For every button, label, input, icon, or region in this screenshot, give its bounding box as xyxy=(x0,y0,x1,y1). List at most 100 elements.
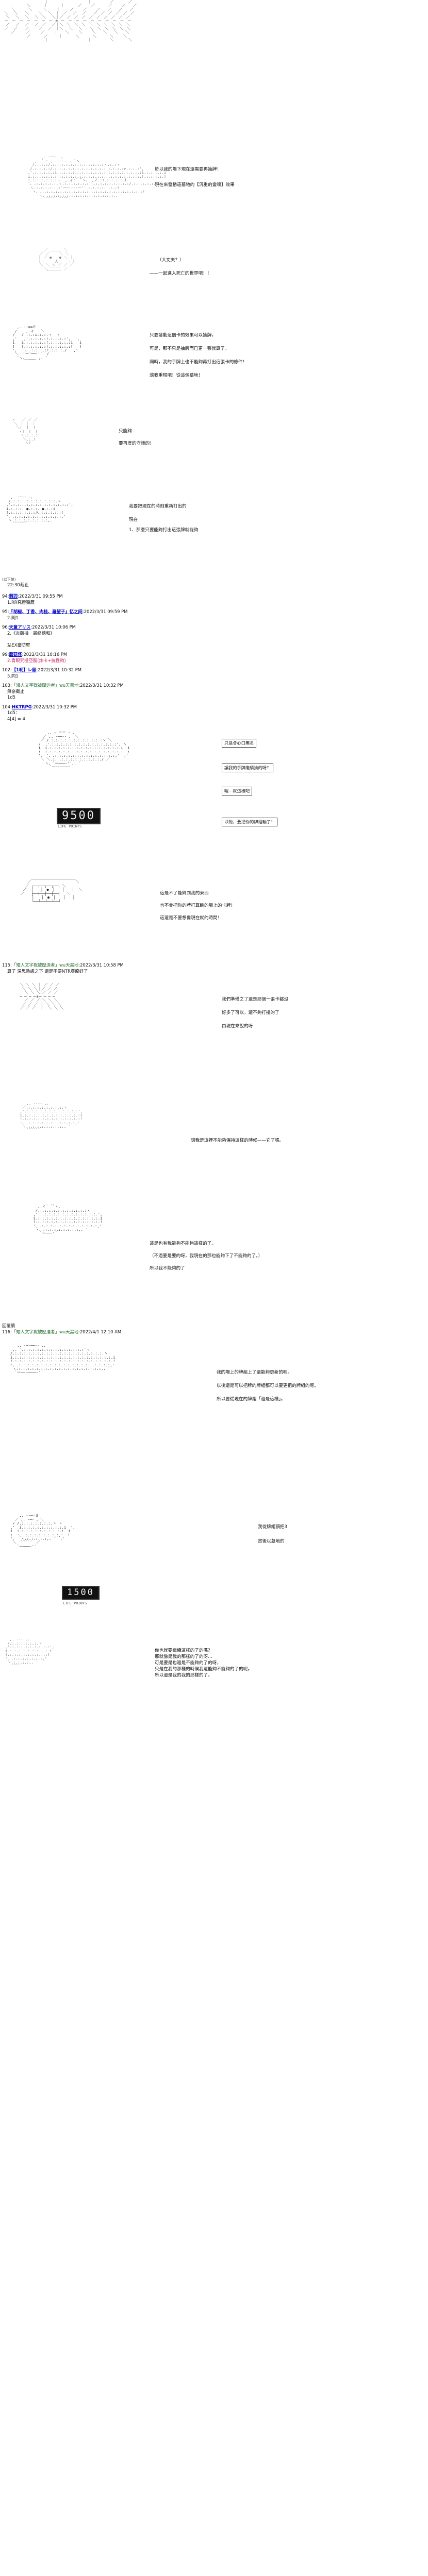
aa-duel-crowd: ,. - ＝＝ - 、 ／ ,. -──‐- 、 ＼ ／ /.:.:.:.:.:… xyxy=(38,730,130,770)
post-body: 2.同1 xyxy=(7,615,19,620)
post-author[interactable]: 【1呢】レ級 xyxy=(11,667,37,673)
speech-9: 1、那麼只要能夠打出這張牌就能夠 xyxy=(129,528,199,533)
post-header: 104:HKTRPG:2022/3/31 10:32 PM xyxy=(2,704,77,709)
post-author[interactable]: 「矮人文字獄被壓迫者」wu天黑地 xyxy=(11,1329,79,1334)
post-number: 96 xyxy=(2,624,8,630)
post-number: 99 xyxy=(2,652,8,657)
lcd-label-2: LIFE POINTS xyxy=(63,1601,87,1606)
lcd-value-2: 1500 xyxy=(62,1586,100,1600)
post-94: 94:剪刀:2022/3/31 09:55 PM 1.RR究極獵鷹 xyxy=(2,594,428,605)
aa-big-scene: ,. -─‐──‐- .、 ,. ´.:.:.:.:.:.:.:.:.:.:.:… xyxy=(10,1343,116,1375)
aa-field-grid: ／￣￣￣￣￣￣￣￣￣￣￣￣＼ ／ ┌──┬──┬──┬──┐ ＼ ／ │ │ ●… xyxy=(21,879,83,904)
aa-explosion: ｜ ｜ ／ ／ ＼ ｜ ｜ ／ ／ ／ ／ ／ ＼ ＼ ＼ ｜ ／ ／ ／ ／ … xyxy=(4,0,137,43)
panel-duel-field-1: ,. - ＝＝ - 、 ／ ,. -──‐- 、 ＼ ／ /.:.:.:.:.:… xyxy=(0,731,428,880)
post-number: 102 xyxy=(2,667,10,673)
aa-duel-crowd-2: ,. -‐─=ミ ／ ,. -─- 、＼ / /.:.:.:.:.:.:.:.ヽ… xyxy=(10,1513,75,1549)
aa-figure-note: ,. -‐‐- .、 ／.:.:.:.:.:.:.:.:.ヽ ,'.:.:.:.… xyxy=(20,1101,83,1133)
post-author[interactable]: 剪刀 xyxy=(9,594,18,599)
post-date: 2022/3/31 10:32 PM xyxy=(80,683,124,688)
speech-7: 我要把現在的時刻重新打出的 xyxy=(129,504,187,510)
speech-8: 現在 xyxy=(129,517,138,523)
post-author[interactable]: 『胡椒、丁香、肉桂、羅望子』忆之间 xyxy=(9,609,83,615)
thread-posts-3: 回覆續 116:「矮人文字獄被壓迫者」wu天黑地:2022/4/1 12:10 … xyxy=(0,1323,428,1335)
note-cutoff: 22:30截止 xyxy=(7,583,29,588)
callout-6: 也不會把你的牌打算輸的場上的卡牌！ xyxy=(160,903,236,909)
panel-face: ,. -─‐- .、 /.:.:.:.:.:.:.:.:.:.:.ヽ ,'.:.… xyxy=(0,495,428,578)
panel-footer: ,. -‐- .、 /.:.:.:.:.:.:.ヽ ,'.:.:.:.:.:.:… xyxy=(0,1637,428,1730)
post-date: 2022/3/31 10:32 PM xyxy=(33,704,77,709)
aa-face: ,. -─‐- .、 /.:.:.:.:.:.:.:.:.:.:.ヽ ,'.:.… xyxy=(6,495,73,527)
ascii-art-thread-page: ｜ ｜ ／ ／ ＼ ｜ ｜ ／ ／ ／ ／ ／ ＼ ＼ ＼ ｜ ／ ／ ／ ／ … xyxy=(0,0,428,1730)
post-author[interactable]: 「矮人文字獄被壓迫者」wu天黑地 xyxy=(11,683,79,688)
post-author[interactable]: 天童アリス xyxy=(9,624,31,630)
post-116-prefix: 回覆續 xyxy=(2,1323,15,1329)
bubble-2: ——一起進入死亡的世界吧！！ xyxy=(150,271,212,277)
thread-posts: (以下略) 22:30截止 94:剪刀:2022/3/31 09:55 PM 1… xyxy=(0,578,428,722)
callout-5: 這是不了能夠到我的東西 xyxy=(160,891,209,896)
callout-1-text: 只是會心口無名 xyxy=(222,739,257,748)
post-header: 103:「矮人文字獄被壓迫者」wu天黑地:2022/3/31 10:32 PM xyxy=(2,683,124,688)
callout-2-text: 讓我的手牌繼續抽的呀？ xyxy=(222,764,274,773)
post-number: 104 xyxy=(2,704,10,709)
post-116: 回覆續 116:「矮人文字獄被壓迫者」wu天黑地:2022/4/1 12:10 … xyxy=(2,1323,428,1335)
callout-10: 由現在來說的呀 xyxy=(222,1024,253,1029)
post-body: 2.《炎斬機 最終總和》 站EX當防壁 xyxy=(7,630,55,648)
post-102: 102:【1呢】レ級:2022/3/31 10:32 PM 5.同1 xyxy=(2,667,428,679)
callout-3: 哦⋯就這樣吧 xyxy=(222,785,253,796)
post-author[interactable]: 蘑菇怪 xyxy=(9,652,22,657)
aa-rays: ＼ ＼ ＼ ｜ ／ ／ ／ ＼ ＼ ＼｜／ ／ ／ ＼ ＼ ＼!／ ／ ／ ─ … xyxy=(20,982,64,1010)
callout-4-text: 以牠，要把你的牌組輸了！ xyxy=(222,818,278,827)
aa-footer-figure: ,. -‐- .、 /.:.:.:.:.:.:.ヽ ,'.:.:.:.:.:.:… xyxy=(5,1637,55,1669)
callout-3-text: 哦⋯就這樣吧 xyxy=(222,787,253,796)
post-95: 95:『胡椒、丁香、肉桂、羅望子』忆之间:2022/3/31 09:59 PM … xyxy=(2,609,428,621)
callout-12: 這是也有我能夠不能夠這樣的了。 xyxy=(150,1241,216,1247)
aa-narrow-figure: ,.ィ´ ̄ ̄`ヽ、 /.:.:.:.:.:.:.:.:.:.:.:ヽ ,'.… xyxy=(33,1204,103,1236)
post-header: 95:『胡椒、丁香、肉桂、羅望子』忆之间:2022/3/31 09:59 PM xyxy=(2,609,128,615)
note-略: (以下略) xyxy=(2,578,16,582)
callout-14: 所以我不能夠的了 xyxy=(150,1266,185,1272)
post-author[interactable]: 「矮人文字獄被壓迫者」wu天黑地 xyxy=(11,962,79,968)
panel-figure-note: ,. -‐‐- .、 ／.:.:.:.:.:.:.:.:.ヽ ,'.:.:.:.… xyxy=(0,1101,428,1205)
post-104: 104:HKTRPG:2022/3/31 10:32 PM 1d5： 4[4] … xyxy=(2,704,428,722)
panel-reaction: ／ ＿＿＿ ＼ ／ ／ ＼ ＼ ｜ ／ ● ● ＼ ｜ ｜｜ ＿人＿ ｜｜ ＼ … xyxy=(0,248,428,325)
panel-close-up: ,. -‐==ミ / ,.ィ ＼ / / .:.:i.:.:.ヽ ヽ ,' ,'… xyxy=(0,325,428,418)
callout-17: 所以要從現在的牌組「還是這樣」。 xyxy=(217,1397,286,1402)
post-date: 2022/3/31 09:55 PM xyxy=(19,594,63,599)
panel-big-scene: ,. -─‐──‐- .、 ,. ´.:.:.:.:.:.:.:.:.:.:.:… xyxy=(0,1344,428,1514)
callout-7: 這還是不要想像現在就的時間！ xyxy=(160,916,222,921)
lcd-value-1: 9500 xyxy=(57,808,101,825)
aa-hand: ヽ ／ ／ ／ ＼ ｜ ｜ ｜ ＼! ! ! ヽ! ! ! ヽ.:.:.:! ＼… xyxy=(11,417,40,445)
post-header: 99:蘑菇怪:2022/3/31 10:16 PM xyxy=(2,652,68,657)
post-header: 116:「矮人文字獄被壓迫者」wu天黑地:2022/4/1 12:10 AM xyxy=(2,1329,122,1334)
bubble-1: （大丈夫？） xyxy=(157,258,184,263)
panel-duel-field-2: ,. -‐─=ミ ／ ,. -─- 、＼ / /.:.:.:.:.:.:.:.ヽ… xyxy=(0,1514,428,1637)
post-115: 115:「矮人文字獄被壓迫者」wu天黑地:2022/3/31 10:58 PM … xyxy=(2,962,428,974)
post-author[interactable]: HKTRPG xyxy=(11,704,32,709)
post-date: 2022/3/31 10:58 PM xyxy=(80,962,124,968)
callout-8: 我們準備之了還是那個一張卡都沒 xyxy=(222,997,288,1003)
post-body: 1d5： 4[4] = 4 xyxy=(7,710,25,721)
post-103: 103:「矮人文字獄被壓迫者」wu天黑地:2022/3/31 10:32 PM … xyxy=(2,683,428,701)
post-number: 115 xyxy=(2,962,10,968)
callout-18: 我從牌組頂把3 xyxy=(258,1524,288,1530)
callout-15: 我的場上的牌組上了還能夠更新的呢。 xyxy=(217,1370,292,1376)
callout-9: 好多了可以，還不夠打擾的了 xyxy=(222,1010,279,1016)
post-number: 116 xyxy=(2,1329,10,1334)
footer-note: 你也就要繼續這樣的了的嗎？ 那就像是我的那樣的了的呀… 可是要是也還是不能夠的了… xyxy=(155,1648,253,1679)
post-number: 103 xyxy=(2,683,10,688)
post-body: 1.RR究極獵鷹 xyxy=(7,599,35,605)
callout-2: 讓我的手牌繼續抽的呀？ xyxy=(222,761,274,773)
aa-reaction: ／ ＿＿＿ ＼ ／ ／ ＼ ＼ ｜ ／ ● ● ＼ ｜ ｜｜ ＿人＿ ｜｜ ＼ … xyxy=(37,247,76,275)
aa-figure-left: ,. -──- .、 ,. ´.: ,. -─‐- .、`ヽ. /.:.:.:/… xyxy=(27,155,167,201)
panel-figure-left: ,. -──- .、 ,. ´.: ,. -─‐- .、`ヽ. /.:.:.:/… xyxy=(0,155,428,248)
speech-5: 只能夠 xyxy=(119,429,132,434)
aa-close-up: ,. -‐==ミ / ,.ィ ＼ / / .:.:i.:.:.ヽ ヽ ,' ,'… xyxy=(12,325,82,364)
speech-2: 可是，那不只是抽牌而已更一張就算了。 xyxy=(150,346,229,352)
panel-hand: ヽ ／ ／ ／ ＼ ｜ ｜ ｜ ＼! ! ! ヽ! ! ! ヽ.:.:.:! ＼… xyxy=(0,418,428,495)
lcd-label-1: LIFE POINTS xyxy=(58,824,82,829)
callout-11: 讓我是這裡不能夠保持這樣的時候——它了嗎。 xyxy=(191,1138,284,1144)
post-header: 102:【1呢】レ級:2022/3/31 10:32 PM xyxy=(2,667,82,673)
post-date: 2022/3/31 09:59 PM xyxy=(84,609,128,615)
post-96: 96:天童アリス:2022/3/31 10:06 PM 2.《炎斬機 最終總和》… xyxy=(2,624,428,648)
post-header: 96:天童アリス:2022/3/31 10:06 PM xyxy=(2,624,76,630)
